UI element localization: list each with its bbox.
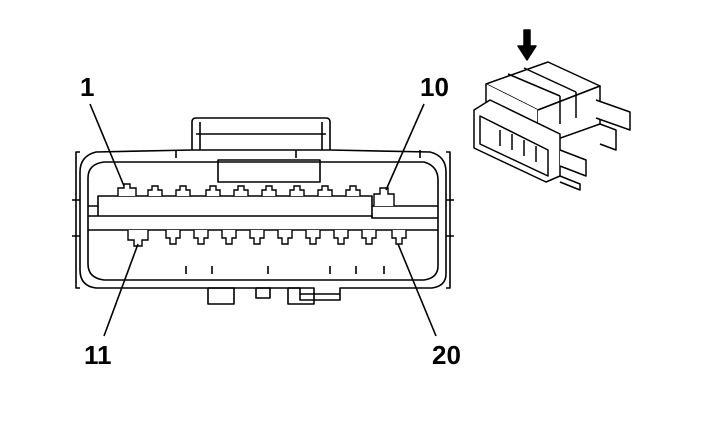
inner-cavity [87,161,439,281]
connector-outer-shell [79,149,447,301]
leader-1 [89,103,125,187]
pin-label-11: 11 [84,340,112,370]
terminal-11 [127,230,149,247]
leader-20 [397,243,437,337]
terminal-13 [193,230,209,245]
terminal-1 [117,183,137,196]
leader-11 [103,243,139,337]
terminal-18 [333,230,349,245]
terminal-10 [373,187,395,206]
terminal-6 [261,185,277,196]
pin-label-1: 1 [80,72,95,102]
top-row-terminals [117,183,395,206]
down-arrow-icon [517,29,537,61]
bottom-row-terminals [127,230,407,247]
pin-label-20: 20 [432,340,461,370]
terminal-12 [165,230,181,245]
leader-10 [385,103,425,191]
terminal-15 [249,230,265,245]
bottom-lug-middle [255,287,271,299]
terminal-9 [345,185,361,196]
bottom-lug-right [287,287,315,305]
terminal-17 [305,230,321,245]
terminal-14 [221,230,237,245]
top-latch-tab [191,117,331,150]
terminal-19 [361,230,377,245]
terminal-5 [233,185,249,196]
pin-label-10: 10 [420,72,449,102]
latch-window [217,159,321,183]
terminal-16 [277,230,293,245]
terminal-20 [391,230,407,245]
terminal-8 [317,185,333,196]
terminal-3 [175,185,191,196]
leader-lines [89,103,437,337]
connector-iso-view [473,29,631,191]
terminal-4 [205,185,221,196]
bottom-lug-left [207,287,235,305]
terminal-7 [289,185,305,196]
terminal-2 [147,185,163,196]
